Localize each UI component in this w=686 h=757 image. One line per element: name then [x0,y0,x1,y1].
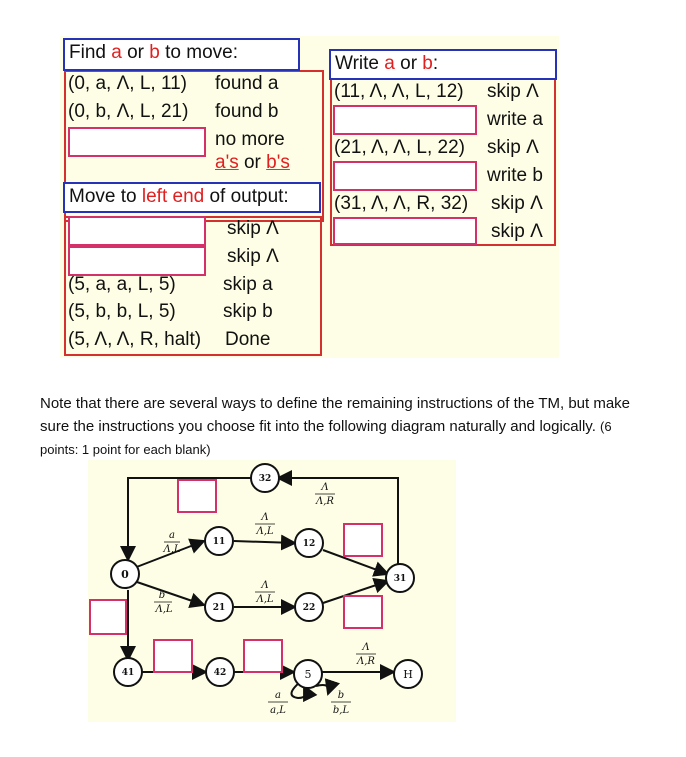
write-row-5-action: skip Λ [491,193,543,214]
write-header: Write a or b: [329,49,557,80]
write-row-2-action: write a [487,109,543,130]
find-row-2-tuple: (0, b, Λ, L, 21) [68,101,189,122]
edge-0-21-top: b [159,590,165,601]
move-row-3-tuple: (5, a, a, L, 5) [68,274,176,295]
state-41 [113,657,143,687]
diagram-blank-41-42[interactable] [153,639,193,673]
state-22 [294,592,324,622]
state-0 [110,559,140,589]
write-row-1-action: skip Λ [487,81,539,102]
state-12 [294,528,324,558]
edge-0-21-bottom: Λ,L [154,604,172,615]
edge-21-22-bottom: Λ,L [255,594,273,605]
find-header: Find a or b to move: [63,38,300,71]
state-41-label: 41 [122,668,135,678]
find-row-1-action: found a [215,73,279,94]
state-31-label: 31 [394,574,407,584]
move-row-2-action: skip Λ [227,246,279,267]
diagram-blank-42-5[interactable] [243,639,283,673]
state-31 [385,563,415,593]
find-row-2-action: found b [215,101,279,122]
loop-b-bottom: b,L [333,705,350,716]
state-diagram: 0 11 12 21 22 31 32 41 42 5 H a Λ,L b Λ,… [88,460,456,722]
note-paragraph: Note that there are several ways to defi… [40,392,650,461]
blank-write-b[interactable] [333,161,477,191]
write-row-3-action: skip Λ [487,137,539,158]
edge-11-12-top: Λ [260,512,268,523]
diagram-blank-12-31[interactable] [343,523,383,557]
blank-move-1[interactable] [68,216,206,246]
write-row-5-tuple: (31, Λ, Λ, R, 32) [334,193,469,214]
state-H [393,659,423,689]
loop-a-top: a [275,690,281,701]
blank-write-6[interactable] [333,217,477,245]
move-row-4-tuple: (5, b, b, L, 5) [68,301,176,322]
edge-31-32-top: Λ [320,482,328,493]
edge-0-11-top: a [169,530,175,541]
state-42-label: 42 [214,668,227,678]
state-21 [204,592,234,622]
state-32 [250,463,280,493]
move-row-4-action: skip b [223,301,273,322]
edge-5-H-top: Λ [361,642,369,653]
move-row-3-action: skip a [223,274,273,295]
edge-0-11-bottom: Λ,L [162,544,180,555]
blank-no-more[interactable] [68,127,206,157]
state-12-label: 12 [303,539,316,549]
no-more-detail: a's or b's [215,152,290,173]
write-row-1-tuple: (11, Λ, Λ, L, 12) [334,81,464,102]
find-row-1-tuple: (0, a, Λ, L, 11) [68,73,188,94]
no-more-label: no more [215,129,285,150]
edge-5-H-bottom: Λ,R [356,656,375,667]
state-5-label: 5 [305,668,312,681]
state-21-label: 21 [213,603,226,613]
diagram-blank-22-31[interactable] [343,595,383,629]
state-22-label: 22 [303,603,316,613]
loop-b-top: b [338,690,344,701]
edge-21-22-top: Λ [260,580,268,591]
diagram-blank-0-41[interactable] [89,599,127,635]
tm-instructions-panel: Find a or b to move: (0, a, Λ, L, 11) fo… [60,36,559,358]
diagram-blank-32-0[interactable] [177,479,217,513]
move-row-5-action: Done [225,329,271,350]
blank-write-a[interactable] [333,105,477,135]
write-row-4-action: write b [487,165,543,186]
state-32-label: 32 [259,474,272,484]
edge-11-12-bottom: Λ,L [255,526,273,537]
state-42 [205,657,235,687]
state-5 [293,659,323,689]
state-H-label: H [403,668,413,681]
edge-31-32-bottom: Λ,R [315,496,334,507]
state-0-label: 0 [121,568,129,581]
state-diagram-svg: 0 11 12 21 22 31 32 41 42 5 H a Λ,L b Λ,… [89,463,423,716]
loop-a-bottom: a,L [270,705,286,716]
note-text: Note that there are several ways to defi… [40,395,631,435]
state-11 [204,526,234,556]
write-row-3-tuple: (21, Λ, Λ, L, 22) [334,137,466,158]
write-row-6-action: skip Λ [491,221,543,242]
move-row-1-action: skip Λ [227,218,279,239]
note-points: (6 points: 1 point for each blank) [40,419,612,457]
blank-move-2[interactable] [68,246,206,276]
move-header: Move to left end of output: [63,182,321,213]
move-row-5-tuple: (5, Λ, Λ, R, halt) [68,329,202,350]
state-11-label: 11 [213,537,226,547]
